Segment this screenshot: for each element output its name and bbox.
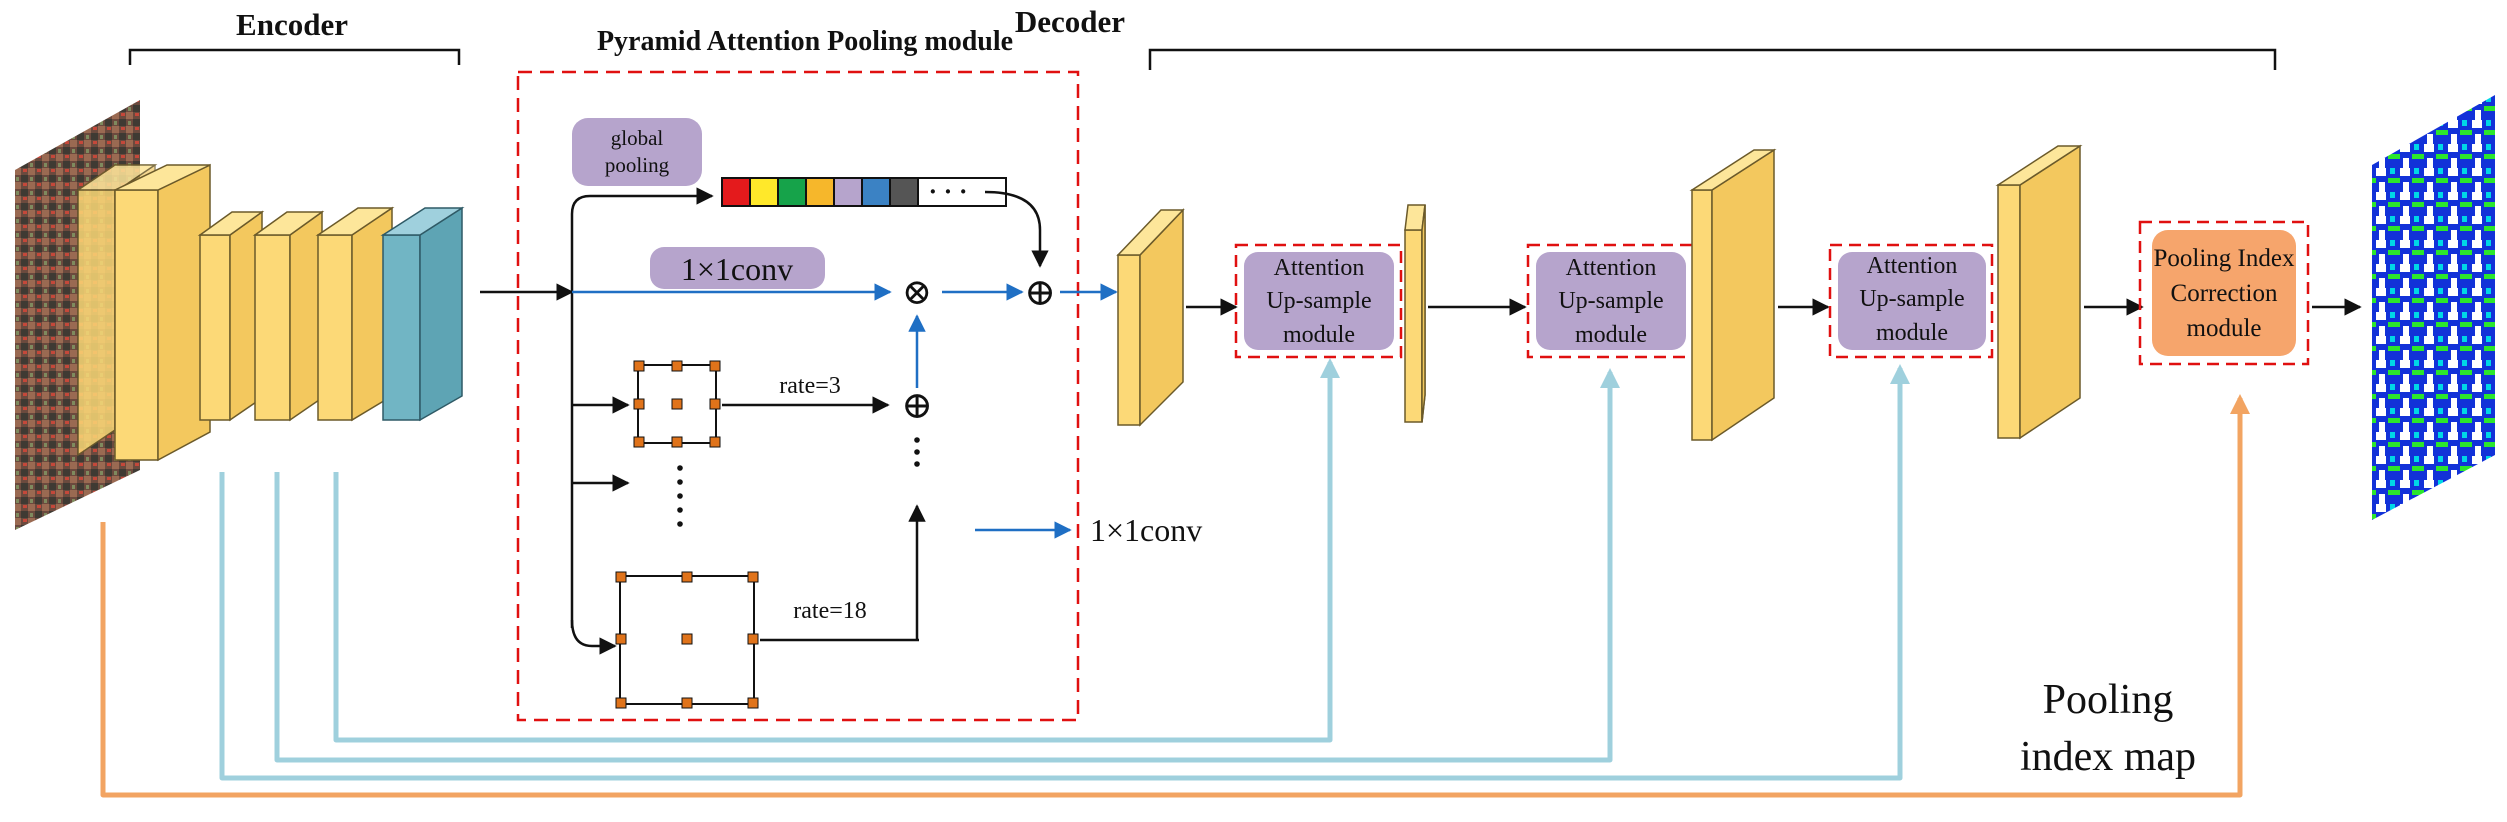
- pooling-index-map-label-2: index map: [2020, 734, 2196, 780]
- encoder-block-5: [315, 206, 395, 422]
- decoder-block-4: [1995, 144, 2083, 440]
- vector-cell: [777, 177, 807, 207]
- encoder-block-6-blue: [380, 206, 465, 422]
- encoder-block-4: [252, 210, 325, 422]
- global-pooling-box: [572, 118, 702, 186]
- aum-2-label-1: Attention: [1566, 255, 1657, 281]
- vector-cell: [721, 177, 751, 207]
- aum-1-label-3: module: [1283, 322, 1355, 348]
- pap-branch-trunk: [570, 187, 714, 292]
- branch-vertical-dots: [677, 465, 683, 527]
- vector-cell: [833, 177, 863, 207]
- global-pooling-label-2: pooling: [605, 153, 670, 177]
- encoder-block-3: [197, 210, 265, 422]
- encoder-title: Encoder: [236, 7, 348, 42]
- encoder-block-2: [114, 163, 211, 462]
- dilated-conv-rate-3: [633, 360, 721, 448]
- decoder-title: Decoder: [1015, 4, 1125, 39]
- output-segmentation-map: [2372, 95, 2495, 520]
- encoder-feature-maps: [75, 163, 465, 462]
- aum-3-label-2: Up-sample: [1859, 286, 1964, 312]
- aum-3-dashed: [1828, 243, 1994, 359]
- conv-label: 1×1conv: [681, 251, 793, 287]
- multiply-operator: ⊗: [902, 272, 932, 312]
- vector-to-sum-arrow: [984, 190, 1049, 268]
- aum-1-box: [1244, 252, 1394, 350]
- mid-sum-operator: ⊕: [901, 385, 933, 427]
- skip-orange-pooling-index: [100, 394, 2250, 798]
- skip-blue-2: [274, 368, 1620, 763]
- pic-box: [2152, 230, 2296, 356]
- aum-1-label-2: Up-sample: [1266, 288, 1371, 314]
- global-pooled-vector: [721, 177, 1007, 207]
- global-pooling-label-1: global: [611, 126, 664, 150]
- aum-1-dashed: [1234, 243, 1403, 359]
- vector-cell: [749, 177, 779, 207]
- decoder-bracket: [1148, 48, 2277, 70]
- mid-vertical-dots: [914, 437, 920, 467]
- vector-cell: [889, 177, 919, 207]
- pic-label-3: module: [2187, 315, 2262, 342]
- aum-3-box: [1838, 252, 1986, 350]
- decoder-block-1: [1116, 208, 1185, 427]
- pap-title: Pyramid Attention Pooling module: [597, 26, 1013, 57]
- aum-2-label-2: Up-sample: [1558, 288, 1663, 314]
- aum-2-box: [1536, 252, 1686, 350]
- aum-3-label-1: Attention: [1867, 253, 1958, 279]
- pooling-index-map-label-1: Pooling: [2043, 677, 2174, 723]
- pap-trunk-bottom: [570, 619, 617, 655]
- skip-blue-1: [219, 364, 1910, 781]
- conv-label-box: [650, 247, 825, 289]
- decoder-block-2-side: [1421, 204, 1426, 423]
- dilated-conv-rate-18: [615, 571, 759, 709]
- vector-ellipsis: · · ·: [928, 177, 967, 206]
- pic-label-2: Correction: [2171, 280, 2278, 307]
- pap-module-box: [516, 70, 1080, 722]
- skip-blue-3: [333, 358, 1340, 743]
- aum-2-label-3: module: [1575, 322, 1647, 348]
- vector-cell: [861, 177, 891, 207]
- rate-18-label: rate=18: [793, 598, 867, 624]
- encoder-bracket: [128, 48, 461, 65]
- rate-3-label: rate=3: [779, 373, 841, 399]
- skip-connections: [100, 358, 2250, 798]
- aum-3-label-3: module: [1876, 320, 1948, 346]
- pic-dashed: [2138, 220, 2310, 366]
- final-sum-operator: ⊕: [1024, 272, 1056, 314]
- aum-1-label-1: Attention: [1274, 255, 1365, 281]
- pic-label-1: Pooling Index: [2154, 245, 2295, 272]
- decoder-block-3: [1689, 148, 1777, 442]
- vector-cell: [805, 177, 835, 207]
- legend-conv-label: 1×1conv: [1090, 512, 1202, 548]
